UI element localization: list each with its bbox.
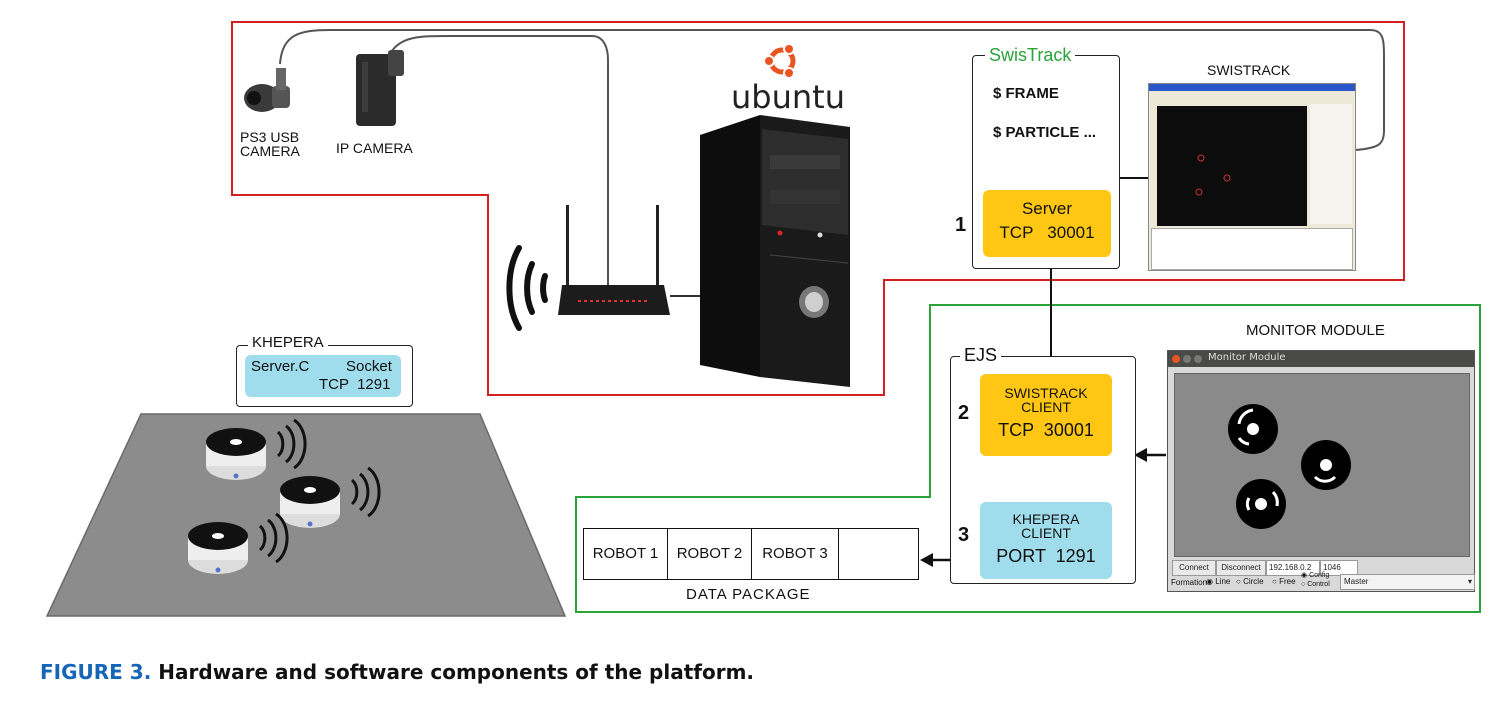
monitor-window: Monitor Module Connect Disconnect: [1167, 350, 1475, 592]
khepera-socket-label: Socket: [346, 358, 392, 375]
ip-address-field[interactable]: 192.168.0.2: [1266, 560, 1320, 576]
role-select[interactable]: Master ▾: [1340, 574, 1475, 590]
mode-control-label: Control: [1307, 581, 1330, 588]
khepera-robot: [204, 418, 314, 484]
ps3-camera-label: PS3 USB CAMERA: [240, 129, 300, 159]
khepera-client-subtitle: CLIENT: [1021, 525, 1071, 541]
data-package-cell: [839, 529, 918, 579]
monitor-titlebar: Monitor Module: [1168, 351, 1474, 367]
step-2-number: 2: [958, 402, 970, 424]
swistrack-screenshot: [1148, 83, 1356, 271]
mode-config-radio[interactable]: ◉ Config: [1301, 571, 1329, 579]
formation-free-radio[interactable]: ○ Free: [1272, 577, 1296, 586]
figure-caption-label: FIGURE 3.: [40, 660, 152, 684]
server-port: TCP 30001: [999, 223, 1095, 242]
robot-marker-icon: [1228, 404, 1278, 454]
radio-icon: ○: [1301, 581, 1306, 588]
figure-caption: FIGURE 3. Hardware and software componen…: [40, 660, 754, 684]
red-region-outline: [231, 21, 1405, 396]
step-3-number: 3: [958, 524, 970, 546]
khepera-server-label: Server.C: [251, 358, 310, 375]
data-package-cell: ROBOT 2: [668, 529, 752, 579]
khepera-tcp-port: TCP 1291: [319, 376, 391, 393]
ubuntu-wordmark: ubuntu: [731, 78, 845, 116]
mode-config-label: Config: [1309, 572, 1330, 579]
ip-camera-label: IP CAMERA: [336, 140, 413, 156]
swistrack-window-titlebar: [1149, 84, 1355, 91]
khepera-legend: KHEPERA: [248, 334, 328, 351]
swistrack-client-subtitle: CLIENT: [1021, 399, 1071, 415]
radio-selected-icon: ◉: [1301, 572, 1308, 579]
swistrack-server-box: Server TCP 30001: [983, 190, 1111, 257]
monitor-module-title: MONITOR MODULE: [1246, 322, 1385, 339]
swistrack-title: SWISTRACK: [1207, 62, 1291, 78]
green-region-outline: [575, 304, 1481, 613]
package-arrow-head: [920, 553, 933, 567]
radio-selected-icon: ◉: [1206, 577, 1213, 586]
monitor-robot-canvas: [1174, 373, 1470, 557]
step-1-number: 1: [955, 214, 967, 236]
formation-label: Formation: [1171, 578, 1208, 587]
data-package-cell: ROBOT 3: [752, 529, 839, 579]
mode-control-radio[interactable]: ○ Control: [1301, 581, 1330, 588]
khepera-client-port: PORT 1291: [996, 546, 1096, 566]
monitor-window-title: Monitor Module: [1208, 352, 1286, 363]
khepera-robot: [186, 512, 296, 578]
connect-button[interactable]: Connect: [1172, 560, 1216, 576]
chevron-down-icon: ▾: [1467, 577, 1472, 586]
ps3-camera-cable: [279, 29, 1385, 151]
swistrack-legend: SwisTrack: [985, 45, 1076, 66]
robot-marker-icon: [1301, 440, 1351, 490]
ip-camera-image: [352, 48, 408, 128]
formation-circle-label: Circle: [1243, 577, 1264, 586]
data-package-label: DATA PACKAGE: [686, 586, 811, 603]
server-label: Server: [1021, 199, 1073, 218]
swistrack-camera-view: [1157, 106, 1307, 226]
role-select-value: Master: [1344, 577, 1369, 586]
khepera-client-title: KHEPERA: [1012, 511, 1080, 527]
swistrack-client-box: SWISTRACK CLIENT TCP 30001: [980, 374, 1112, 456]
disconnect-button[interactable]: Disconnect: [1216, 560, 1266, 576]
formation-line-radio[interactable]: ◉ Line: [1206, 577, 1230, 586]
swistrack-settings-panel: [1310, 104, 1352, 224]
khepera-client-box: KHEPERA CLIENT PORT 1291: [980, 502, 1112, 579]
desktop-pc-image: [700, 115, 860, 390]
khepera-server-box: Server.C Socket TCP 1291: [245, 355, 401, 397]
swistrack-frame-command: $ FRAME: [993, 85, 1059, 102]
data-package-table: ROBOT 1 ROBOT 2 ROBOT 3: [583, 528, 919, 580]
khepera-robot: [278, 466, 388, 532]
swistrack-log-panel: [1151, 228, 1353, 270]
data-package-cell: ROBOT 1: [584, 529, 668, 579]
formation-line-label: Line: [1215, 577, 1231, 586]
minimize-icon[interactable]: [1183, 355, 1191, 363]
wifi-router-image: [558, 205, 670, 325]
radio-icon: ○: [1236, 577, 1241, 586]
maximize-icon[interactable]: [1194, 355, 1202, 363]
swistrack-client-title: SWISTRACK: [1004, 385, 1088, 401]
ip-camera-cable: [389, 35, 609, 293]
ps3-camera-image: [242, 60, 302, 120]
formation-free-label: Free: [1279, 577, 1296, 586]
figure-caption-text: Hardware and software components of the …: [158, 660, 755, 684]
close-icon[interactable]: [1172, 355, 1180, 363]
port-field[interactable]: 1046: [1320, 560, 1358, 576]
swistrack-particle-command: $ PARTICLE ...: [993, 124, 1097, 141]
wifi-signal-icon: [506, 245, 548, 331]
robot-marker-icon: [1236, 479, 1286, 529]
monitor-arrow-head: [1134, 448, 1147, 462]
swistrack-client-port: TCP 30001: [998, 420, 1094, 440]
ubuntu-logo-icon: [762, 40, 802, 80]
formation-circle-radio[interactable]: ○ Circle: [1236, 577, 1264, 586]
radio-icon: ○: [1272, 577, 1277, 586]
ejs-legend: EJS: [960, 345, 1002, 366]
